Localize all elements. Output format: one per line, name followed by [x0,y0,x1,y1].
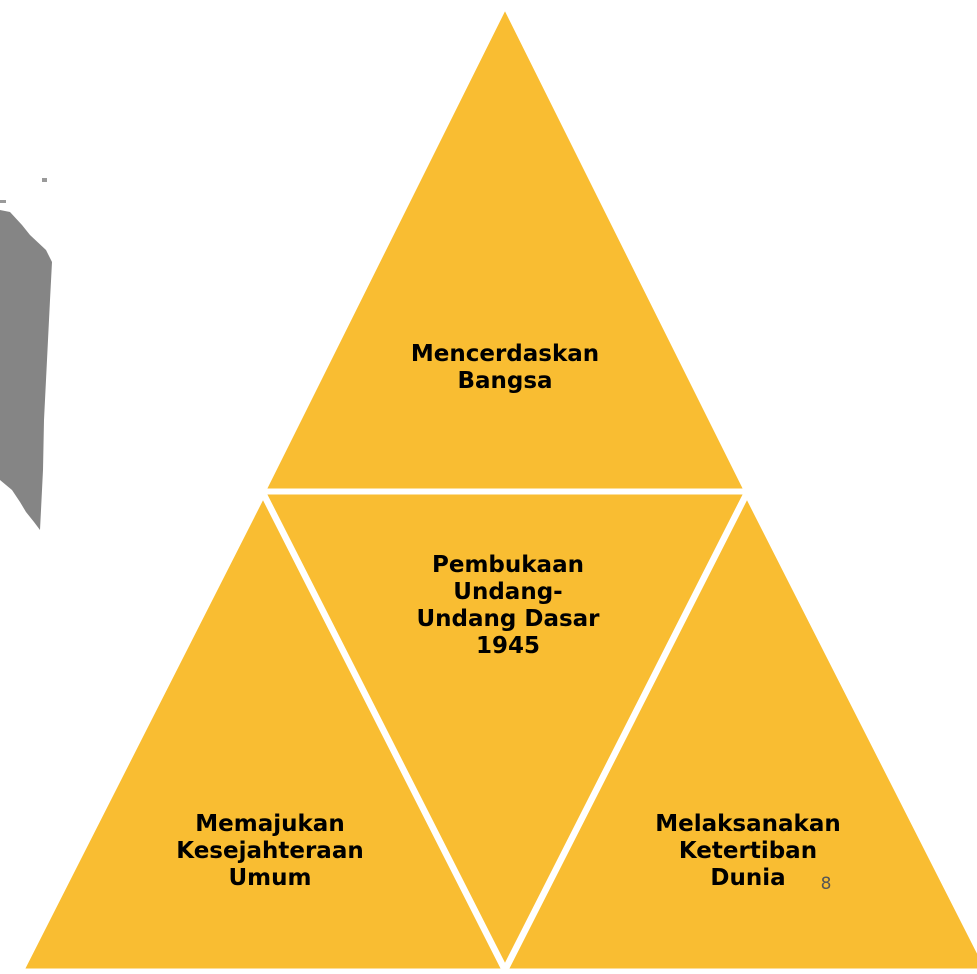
page-number: 8 [820,874,832,894]
label-memajukan-kesejahteraan-umum: Memajukan Kesejahteraan Umum [176,811,364,891]
label-melaksanakan-ketertiban-dunia: Melaksanakan Ketertiban Dunia [655,811,841,891]
triangle-center-inverted [263,491,747,968]
decorative-grey-dot [0,200,6,203]
label-pembukaan-uud-1945: Pembukaan Undang- Undang Dasar 1945 [416,552,600,659]
decorative-grey-dot [42,178,47,182]
triangle-top [263,6,747,492]
label-mencerdaskan-bangsa: Mencerdaskan Bangsa [410,341,600,394]
decorative-grey-shape [0,210,52,530]
